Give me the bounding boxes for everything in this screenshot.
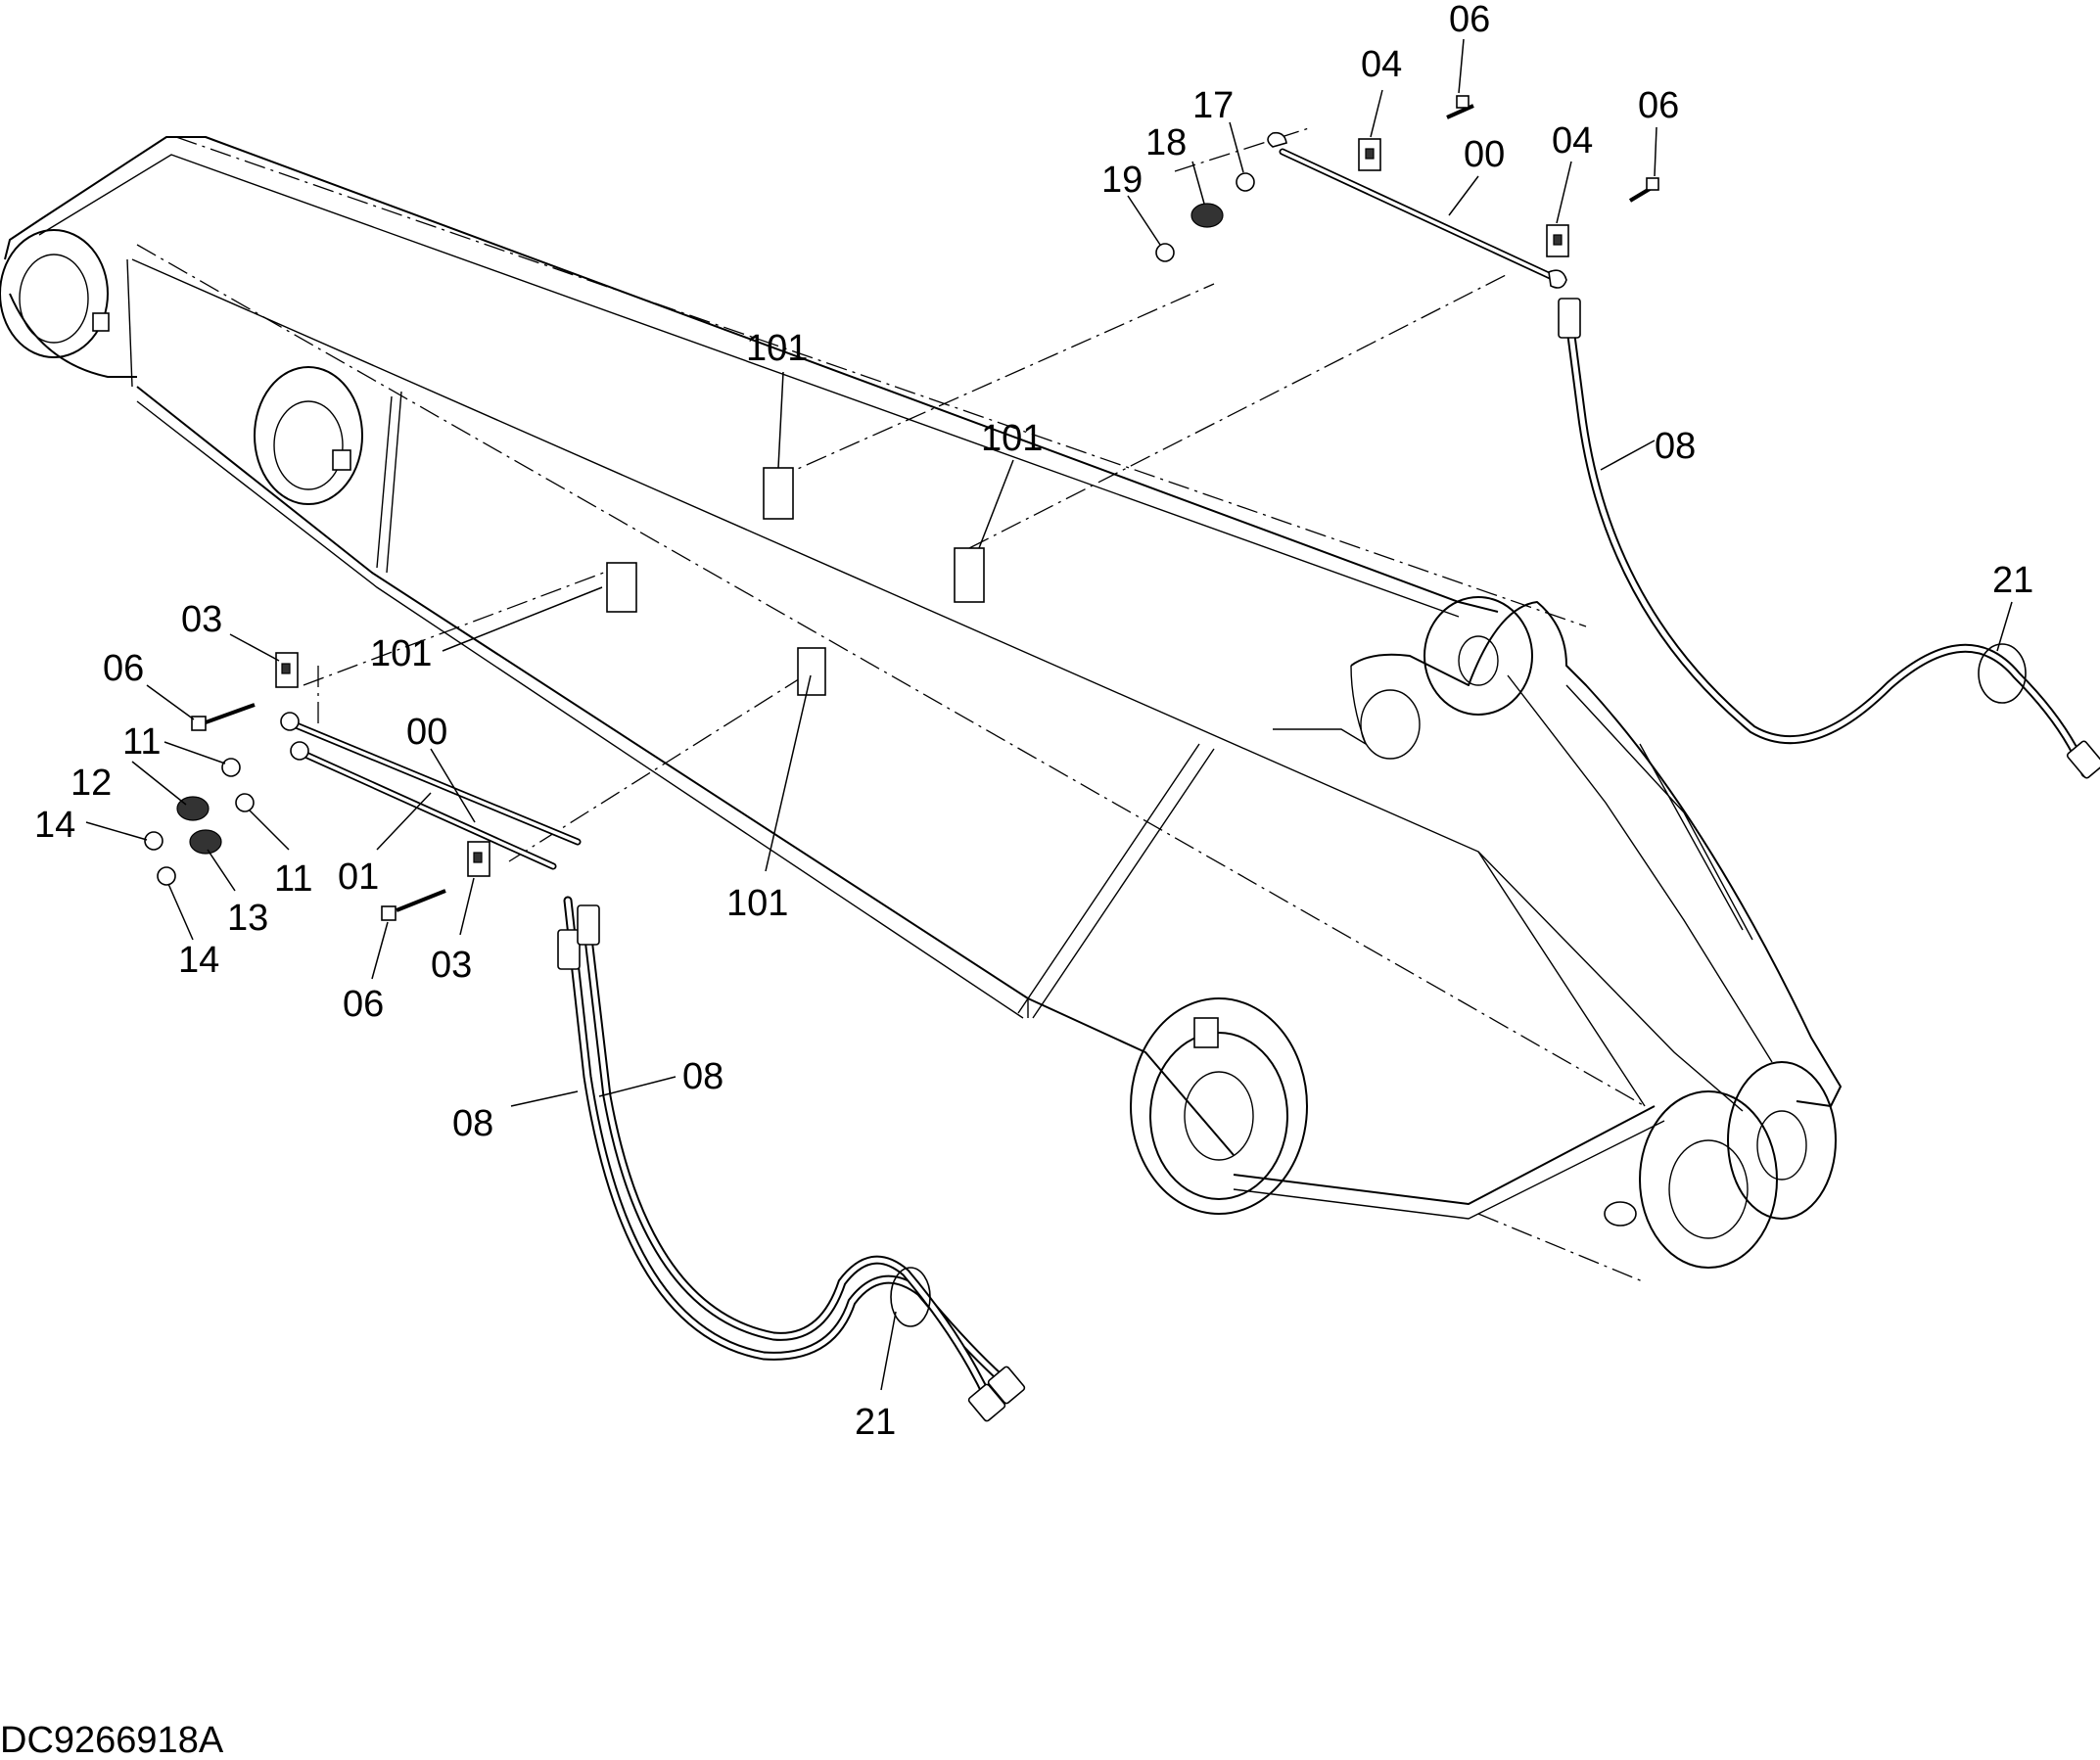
callout-14: 14 [34,805,75,846]
callout-19: 19 [1101,160,1143,201]
callout-101: 101 [981,418,1043,459]
callout-08: 08 [682,1056,723,1097]
callout-06: 06 [1638,85,1679,126]
callout-06: 06 [343,984,384,1025]
callout-03: 03 [431,945,472,986]
callout-04: 04 [1361,44,1402,85]
leader-lines [85,38,2013,1391]
callout-08: 08 [452,1103,493,1144]
callout-12: 12 [70,763,112,804]
callout-11: 11 [274,858,312,900]
callout-01: 01 [338,857,379,898]
centerlines [136,126,1646,1283]
callout-21: 21 [1992,560,2033,601]
callout-00: 00 [1464,134,1505,175]
callout-labels: 06 04 17 18 19 06 04 00 101 101 08 21 03… [34,0,2033,1443]
lower-pipe-assembly [144,652,1026,1422]
callout-13: 13 [227,898,268,939]
callout-101: 101 [726,883,788,924]
callout-03: 03 [181,599,222,640]
callout-21: 21 [855,1402,896,1443]
boom-arm [0,136,1842,1269]
callout-17: 17 [1192,85,1234,126]
callout-101: 101 [746,328,808,369]
callout-101: 101 [370,633,432,674]
callout-11: 11 [122,721,161,763]
callout-06: 06 [1449,0,1490,40]
upper-pipe-assembly [606,95,2100,779]
callout-00: 00 [406,712,447,753]
callout-08: 08 [1655,426,1696,467]
callout-18: 18 [1145,122,1187,163]
callout-04: 04 [1552,120,1593,162]
callout-06: 06 [103,648,144,689]
drawing-code: DC9266918A [0,1720,224,1760]
callout-14: 14 [178,940,219,981]
